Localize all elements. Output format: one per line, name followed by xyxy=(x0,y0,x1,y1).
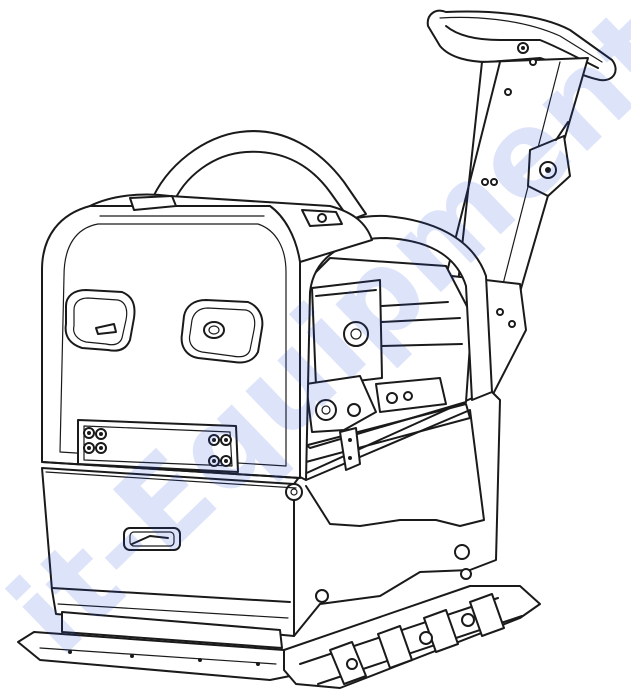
front-panel-plate xyxy=(77,419,239,473)
engine-bracket xyxy=(339,427,361,471)
side-bolt xyxy=(285,483,303,501)
front-lift-slots xyxy=(64,289,264,364)
hood-skirt-seam xyxy=(41,461,301,479)
rib xyxy=(469,593,505,637)
top-carry-handle xyxy=(149,130,367,221)
side-bolt xyxy=(315,589,329,603)
front-panel xyxy=(77,419,239,473)
lift-slot-lower xyxy=(123,527,181,551)
fuel-cap xyxy=(343,321,369,347)
lift-slot-left xyxy=(64,289,136,352)
plate-bolt xyxy=(419,631,433,645)
rib xyxy=(377,625,413,669)
engine-compartment xyxy=(299,257,473,471)
base-plate xyxy=(17,585,541,689)
plate-bolt xyxy=(346,658,358,670)
lower-skirt xyxy=(41,389,501,649)
plate-bolt xyxy=(461,613,475,627)
engine-hood xyxy=(41,193,373,479)
hood-latch xyxy=(129,195,177,211)
side-bolt xyxy=(454,544,470,560)
pulley xyxy=(315,399,337,421)
